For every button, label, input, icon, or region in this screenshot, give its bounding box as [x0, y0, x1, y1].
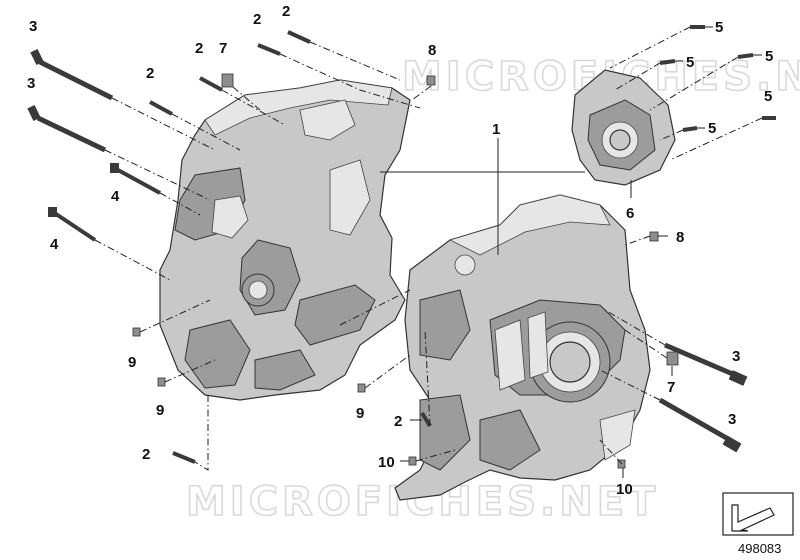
callout-bolt-short-2: 2 [195, 40, 203, 57]
callout-plug-1: 9 [128, 354, 136, 371]
callout-dowel-right: 7 [667, 379, 675, 396]
callout-bolt-long-2: 3 [27, 75, 35, 92]
callout-plug-5: 10 [616, 481, 633, 498]
callout-labels: 3 3 2 2 2 7 2 8 4 4 1 5 5 5 5 5 6 8 9 9 … [27, 3, 773, 498]
plug-8-top [426, 75, 436, 86]
centerlines [94, 26, 763, 471]
right-crankcase-half [394, 194, 651, 501]
callout-plug-top: 8 [428, 42, 436, 59]
short-bolts [149, 30, 432, 464]
callout-bolt-long-4: 3 [728, 411, 736, 428]
callout-bolt-short-3: 2 [253, 11, 261, 28]
callout-bolt-short-1: 2 [146, 65, 154, 82]
dowel-7-right [666, 351, 679, 366]
leader-lines [380, 26, 762, 478]
cover-bolts [659, 25, 776, 132]
reference-number: 498083 [738, 541, 782, 556]
callout-crankcase: 1 [492, 121, 500, 138]
callout-dowel-top: 7 [219, 40, 227, 57]
medium-bolts [48, 163, 161, 242]
left-crankcase-half [159, 79, 411, 401]
cover-plate [571, 69, 676, 186]
callout-cover-bolt-1: 5 [715, 19, 723, 36]
callout-cover-bolt-3: 5 [765, 48, 773, 65]
dowel-7-top [221, 73, 234, 88]
callout-plug-3: 9 [356, 405, 364, 422]
callout-bolt-short-6: 2 [394, 413, 402, 430]
direction-arrow-icon [731, 504, 775, 532]
reference-symbol [722, 492, 794, 536]
callout-cover: 6 [626, 205, 634, 222]
callout-cover-bolt-4: 5 [708, 120, 716, 137]
plug-8-right [649, 231, 659, 242]
callout-bolt-short-5: 2 [142, 446, 150, 463]
long-bolts-top-left [27, 48, 114, 153]
callout-plug-2: 9 [156, 402, 164, 419]
callout-bolt-long-1: 3 [29, 18, 37, 35]
callout-bolt-short-4: 2 [282, 3, 290, 20]
long-bolts-right [658, 342, 748, 453]
callout-cover-bolt-5: 5 [764, 88, 772, 105]
callout-plug-right: 8 [676, 229, 684, 246]
callout-cover-bolt-2: 5 [686, 54, 694, 71]
callout-bolt-medium-2: 4 [50, 236, 59, 253]
callout-plug-4: 10 [378, 454, 395, 471]
callout-bolt-medium-1: 4 [111, 188, 120, 205]
callout-bolt-long-3: 3 [732, 348, 740, 365]
